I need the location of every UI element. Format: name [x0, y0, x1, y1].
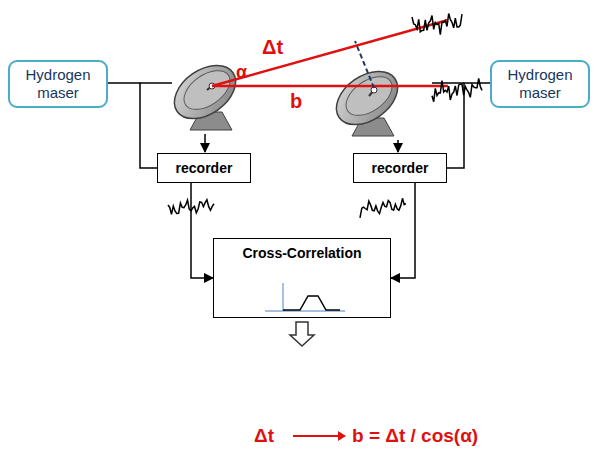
baseline-label: b: [290, 90, 302, 113]
node-label: recorder: [372, 160, 429, 176]
correlator-box: Cross-Correlation: [213, 238, 391, 318]
node-label: Cross-Correlation: [242, 245, 361, 261]
delay-label: Δt: [254, 425, 274, 447]
node-label: Hydrogen maser: [498, 66, 582, 102]
recorder-box: recorder: [157, 153, 251, 183]
result-arrow: [290, 322, 314, 346]
signal-connector: [391, 183, 415, 278]
formula-arrow: [293, 435, 338, 437]
wavefront: [355, 41, 374, 88]
clock-wire: [108, 83, 157, 168]
formula-arrowhead: [338, 431, 346, 441]
maser-box: Hydrogen maser: [490, 60, 590, 108]
delay-label: Δt: [262, 36, 283, 59]
signal-connector: [191, 183, 213, 278]
node-label: recorder: [176, 160, 233, 176]
recorder-box: recorder: [353, 153, 447, 183]
signal-arrow: [204, 134, 206, 152]
maser-box: Hydrogen maser: [8, 60, 108, 108]
radio-antenna: [165, 54, 246, 130]
delay-ray: [212, 20, 448, 86]
correlation-plot: [265, 283, 345, 311]
baseline: [212, 85, 448, 88]
noise-signal: [432, 78, 482, 101]
signal-arrow: [397, 140, 399, 152]
angle-label: α: [236, 62, 247, 83]
formula-label: b = Δt / cos(α): [352, 425, 478, 447]
clock-wire: [447, 83, 490, 168]
node-label: Hydrogen maser: [16, 66, 100, 102]
noise-signal: [412, 14, 462, 35]
noise-signal: [360, 198, 406, 218]
